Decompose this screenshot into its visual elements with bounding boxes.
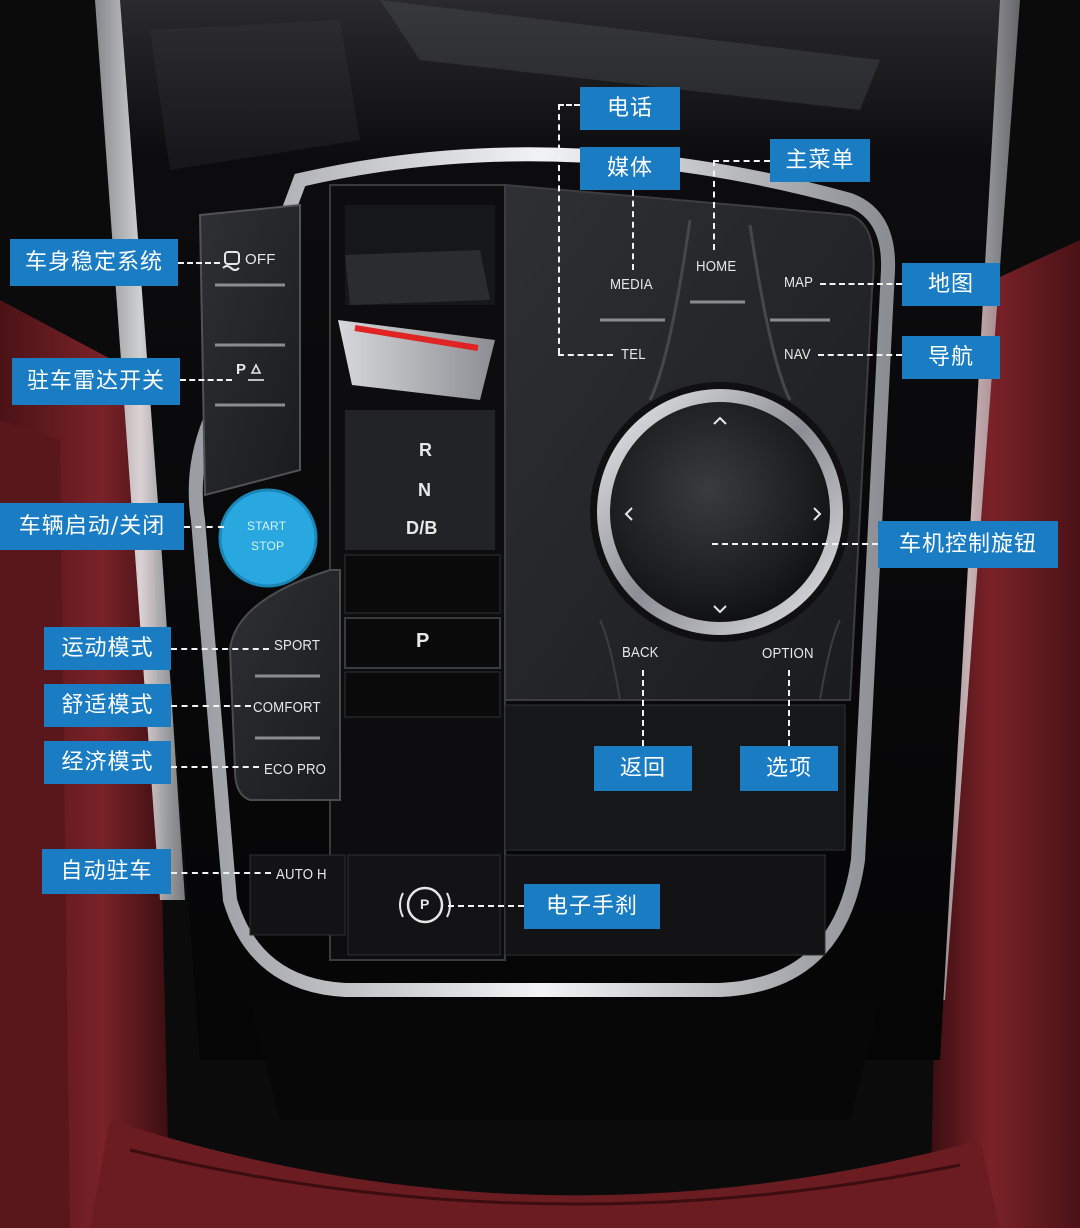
callout-phone: 电话	[580, 87, 680, 130]
callout-sport: 运动模式	[44, 627, 171, 670]
leader-auto-hold	[171, 872, 271, 874]
sport-label: SPORT	[274, 637, 321, 654]
option-label: OPTION	[762, 645, 814, 662]
leader-tel	[558, 354, 613, 356]
leader-stability	[178, 262, 220, 264]
leader-map	[820, 283, 902, 285]
park-sensor-label: P	[236, 361, 247, 378]
back-label: BACK	[622, 644, 659, 661]
leader-nav	[818, 354, 902, 356]
gear-n-label: N	[418, 480, 432, 500]
leader-eco	[171, 766, 259, 768]
map-label: MAP	[784, 274, 814, 291]
callout-e-brake: 电子手刹	[524, 884, 660, 929]
dsc-off-label: OFF	[245, 251, 276, 268]
stop-label: STOP	[251, 539, 285, 553]
leader-controller	[712, 543, 878, 545]
start-label: START	[247, 519, 287, 533]
nav-label: NAV	[784, 346, 811, 363]
leader-start	[184, 526, 224, 528]
eco-pro-label: ECO PRO	[264, 761, 327, 778]
callout-stability: 车身稳定系统	[10, 239, 178, 286]
comfort-label: COMFORT	[253, 699, 321, 716]
callout-media: 媒体	[580, 147, 680, 190]
callout-main-menu: 主菜单	[770, 139, 870, 182]
gear-p-label: P	[416, 630, 430, 652]
leader-phone	[558, 104, 580, 106]
leader-back	[642, 670, 644, 746]
leader-home-v	[713, 160, 715, 250]
callout-start-stop: 车辆启动/关闭	[0, 503, 184, 550]
callout-controller: 车机控制旋钮	[878, 521, 1058, 568]
gear-r-label: R	[419, 440, 433, 460]
start-stop-button	[220, 490, 316, 586]
dsc-icon	[222, 251, 240, 271]
epb-label: P	[420, 896, 430, 912]
leader-sport	[171, 648, 269, 650]
leader-park-radar	[180, 379, 232, 381]
home-label: HOME	[696, 258, 737, 275]
callout-back: 返回	[594, 746, 692, 791]
callout-option: 选项	[740, 746, 838, 791]
callout-comfort: 舒适模式	[44, 684, 171, 727]
leader-media	[632, 190, 634, 270]
callout-navigation: 导航	[902, 336, 1000, 379]
callout-auto-hold: 自动驻车	[42, 849, 171, 894]
knob-arrows-icon	[624, 416, 822, 614]
gear-db-label: D/B	[406, 518, 438, 538]
leader-home-h	[713, 160, 770, 162]
leader-e-brake	[448, 905, 524, 907]
gear-indicator-red	[354, 325, 479, 351]
callout-park-radar: 驻车雷达开关	[12, 358, 180, 405]
callout-map: 地图	[902, 263, 1000, 306]
leader-option	[788, 670, 790, 746]
media-label: MEDIA	[610, 276, 653, 293]
auto-h-label: AUTO H	[276, 866, 327, 883]
park-sensor-icon	[248, 363, 264, 381]
leader-phone-vertical	[558, 104, 560, 354]
controller-knob	[610, 402, 830, 622]
tel-label: TEL	[621, 346, 646, 363]
leader-comfort	[171, 705, 251, 707]
callout-eco: 经济模式	[44, 741, 171, 784]
